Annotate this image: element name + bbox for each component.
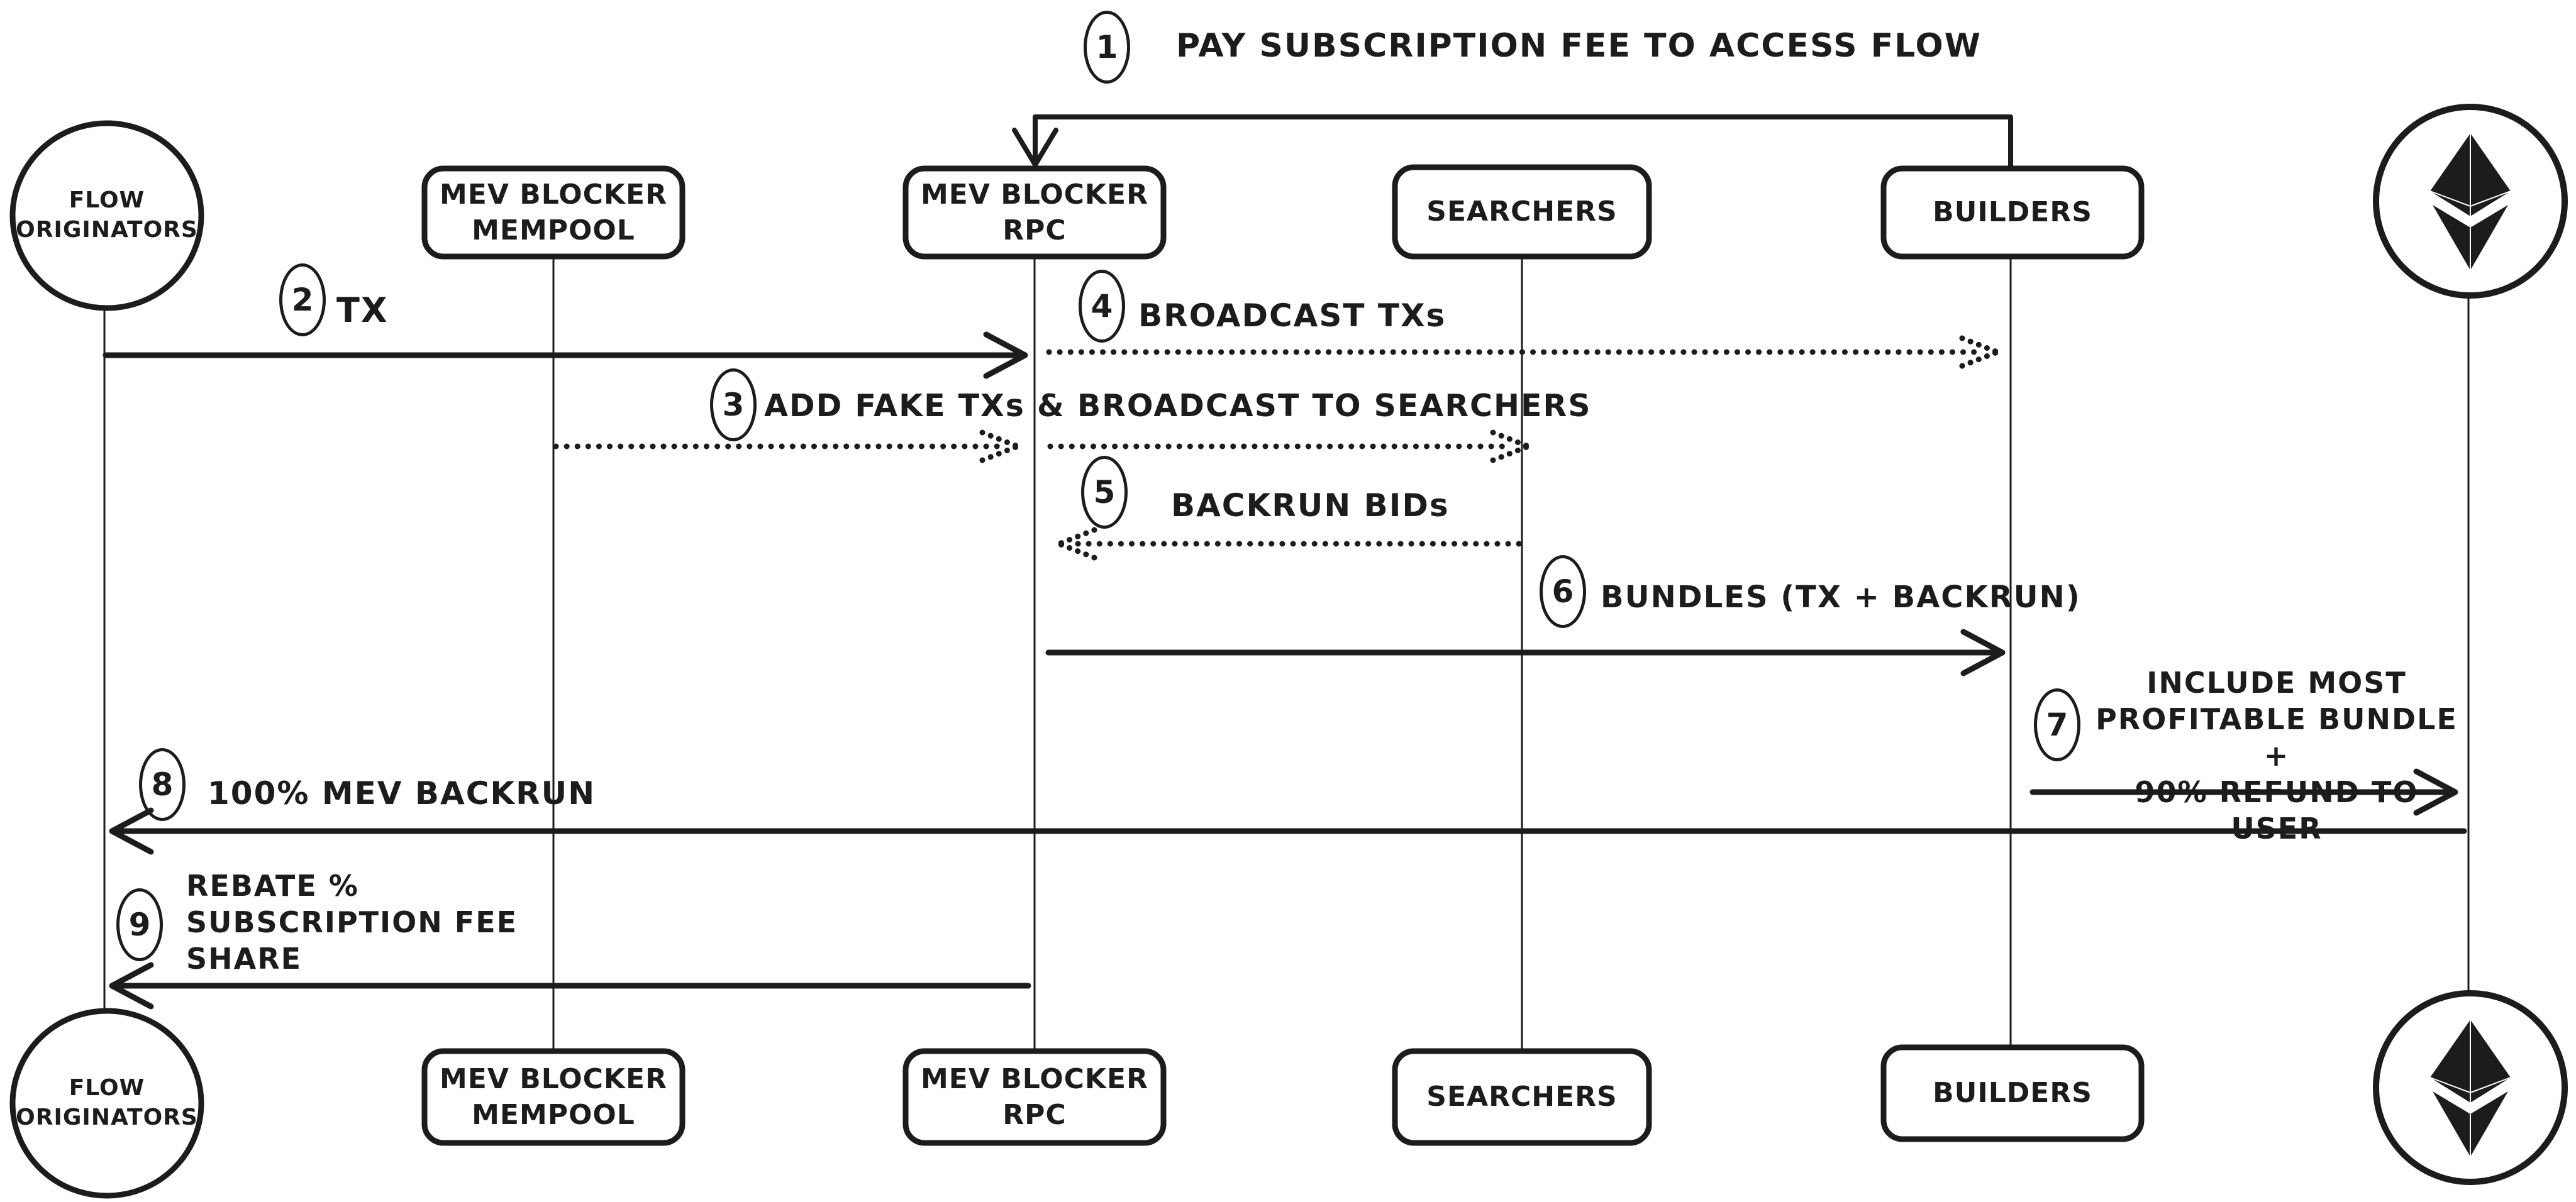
actor-mev-blocker-rpc-top: MEV BLOCKER RPC bbox=[921, 178, 1148, 246]
actor-builders-bottom: BUILDERS bbox=[1933, 1077, 2092, 1110]
actor-shape-mempool-top bbox=[421, 165, 686, 260]
actor-shape-searchers-bottom bbox=[1392, 1048, 1652, 1146]
arrow-9-rebate bbox=[109, 962, 1031, 1010]
actor-shape-flow-originators-bottom bbox=[9, 1008, 204, 1199]
actor-builders-top: BUILDERS bbox=[1933, 196, 2092, 229]
message-label-4: BROADCAST TXs bbox=[1138, 297, 1446, 334]
arrow-7-include-bundle bbox=[2029, 768, 2458, 816]
step-badge-7: 7 bbox=[2034, 688, 2080, 761]
message-label-7: INCLUDE MOST PROFITABLE BUNDLE + 90% REF… bbox=[2096, 666, 2458, 846]
actor-flow-originators-top: FLOW ORIGINATORS bbox=[16, 187, 198, 243]
step-badge-3: 3 bbox=[710, 368, 757, 441]
arrow-6-bundles bbox=[1045, 629, 2006, 676]
message-label-6: BUNDLES (TX + BACKRUN) bbox=[1601, 580, 2081, 615]
message-label-3: ADD FAKE TXs & BROADCAST TO SEARCHERS bbox=[764, 388, 1592, 424]
arrow-5-backrun-bids bbox=[1056, 527, 1530, 561]
ethereum-icon-top bbox=[2373, 104, 2568, 299]
step-badge-2: 2 bbox=[279, 263, 326, 336]
arrow-8-mev-backrun bbox=[109, 807, 2467, 855]
actor-mev-blocker-rpc-bottom: MEV BLOCKER RPC bbox=[921, 1062, 1148, 1131]
arrow-1-pay-subscription bbox=[1012, 114, 2013, 171]
actor-searchers-bottom: SEARCHERS bbox=[1426, 1081, 1618, 1113]
actor-shape-rpc-top bbox=[902, 165, 1167, 260]
actor-flow-originators-bottom: FLOW ORIGINATORS bbox=[16, 1075, 198, 1130]
step-badge-4: 4 bbox=[1079, 270, 1125, 343]
step-badge-8: 8 bbox=[139, 748, 186, 821]
actor-mev-blocker-mempool-top: MEV BLOCKER MEMPOOL bbox=[440, 178, 667, 246]
message-label-8: 100% MEV BACKRUN bbox=[208, 775, 596, 812]
arrow-2-tx bbox=[103, 331, 1028, 379]
ethereum-icon-bottom bbox=[2373, 990, 2568, 1185]
message-label-5: BACKRUN BIDs bbox=[1171, 487, 1450, 524]
step-badge-9: 9 bbox=[116, 888, 163, 961]
message-label-1: PAY SUBSCRIPTION FEE TO ACCESS FLOW bbox=[1176, 27, 1982, 65]
arrow-4-broadcast-txs bbox=[1046, 335, 2001, 369]
step-badge-6: 6 bbox=[1540, 555, 1586, 628]
actor-shape-builders-bottom bbox=[1880, 1044, 2145, 1142]
step-badge-1: 1 bbox=[1084, 11, 1130, 84]
actor-shape-mempool-bottom bbox=[421, 1048, 686, 1146]
message-label-9: REBATE % SUBSCRIPTION FEE SHARE bbox=[186, 869, 518, 976]
step-badge-5: 5 bbox=[1081, 456, 1128, 529]
actor-searchers-top: SEARCHERS bbox=[1426, 196, 1618, 228]
message-label-2: TX bbox=[336, 290, 389, 330]
actor-shape-rpc-bottom bbox=[902, 1048, 1167, 1146]
arrow-3-add-fake-txs bbox=[553, 429, 1531, 463]
actor-shape-flow-originators-top bbox=[9, 120, 204, 311]
actor-shape-searchers-top bbox=[1392, 164, 1652, 260]
actor-mev-blocker-mempool-bottom: MEV BLOCKER MEMPOOL bbox=[440, 1062, 667, 1131]
